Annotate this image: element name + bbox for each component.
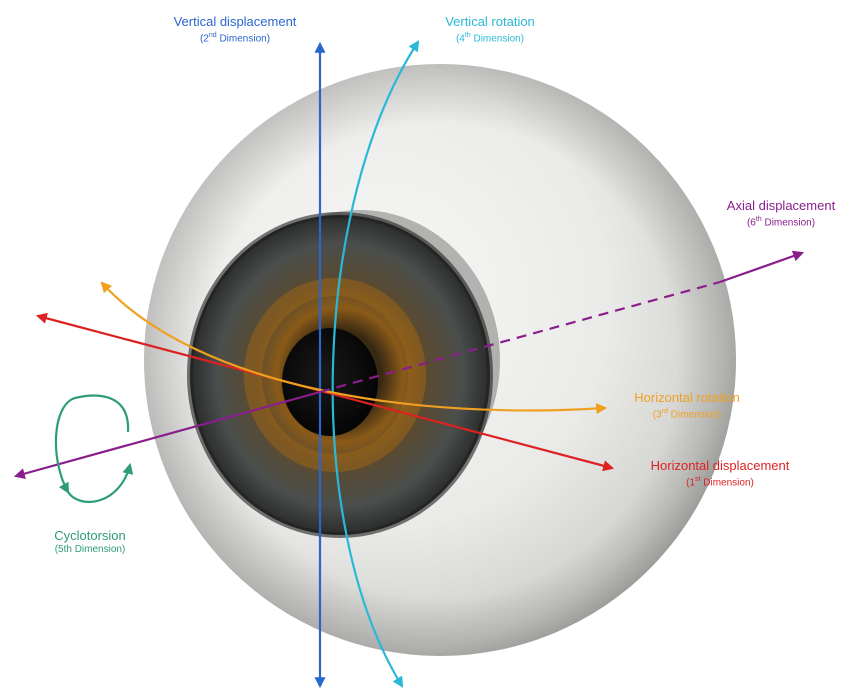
horizontal-displacement-dimension: (1st Dimension) — [624, 474, 816, 489]
horizontal-rotation-dimension: (3rd Dimension) — [612, 406, 762, 421]
vertical-displacement-dimension: (2nd Dimension) — [150, 30, 320, 45]
cyclotorsion-label: Cyclotorsion (5th Dimension) — [30, 528, 150, 556]
axial-displacement-title: Axial displacement — [700, 198, 862, 214]
vertical-displacement-title: Vertical displacement — [150, 14, 320, 30]
horizontal-rotation-label: Horizontal rotation (3rd Dimension) — [612, 390, 762, 421]
vertical-rotation-title: Vertical rotation — [420, 14, 560, 30]
horizontal-rotation-title: Horizontal rotation — [612, 390, 762, 406]
pupil — [282, 328, 378, 436]
axial-displacement-label: Axial displacement (6th Dimension) — [700, 198, 862, 229]
cyclotorsion-title: Cyclotorsion — [30, 528, 150, 544]
vertical-rotation-label: Vertical rotation (4th Dimension) — [420, 14, 560, 45]
vertical-displacement-label: Vertical displacement (2nd Dimension) — [150, 14, 320, 45]
cyclotorsion-arrow — [56, 396, 130, 502]
vertical-rotation-dimension: (4th Dimension) — [420, 30, 560, 45]
axial-displacement-dimension: (6th Dimension) — [700, 214, 862, 229]
horizontal-displacement-title: Horizontal displacement — [624, 458, 816, 474]
cyclotorsion-dimension: (5th Dimension) — [30, 544, 150, 556]
horizontal-displacement-label: Horizontal displacement (1st Dimension) — [624, 458, 816, 489]
